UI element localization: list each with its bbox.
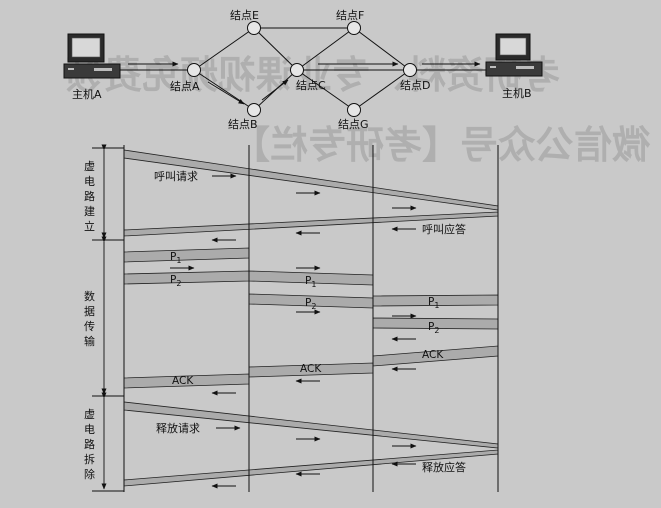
phase-teardown-char: 路 (84, 438, 95, 451)
phase-teardown-char: 电 (84, 423, 95, 436)
ack-label: ACK (422, 349, 444, 361)
host-b-label: 主机B (502, 86, 532, 100)
phase-teardown-char: 除 (84, 467, 95, 481)
call-accept-label: 呼叫应答 (422, 222, 466, 236)
phase-transfer-char: 数 (84, 290, 95, 303)
node-d-label: 结点D (400, 79, 430, 92)
node-f-circle (347, 21, 361, 35)
node-c-label: 结点C (296, 79, 326, 92)
phase-setup-char: 立 (84, 219, 95, 233)
watermark: 考研资料、专业课视频免费领 微信公众号【考研专栏】 (66, 53, 651, 167)
call-request-label: 呼叫请求 (154, 170, 198, 183)
release-accept-label: 释放应答 (422, 460, 466, 474)
node-g-label: 结点G (338, 118, 369, 131)
node-d-circle (403, 63, 417, 77)
watermark-line-2: 考研资料、专业课视频免费领 (66, 53, 560, 97)
packet-2-band (123, 270, 250, 285)
packet-2-label: P2 (305, 297, 316, 311)
phase-teardown-label: 虚 电 路 拆 除 (84, 408, 95, 481)
node-b-circle (247, 103, 261, 117)
phase-setup-char: 电 (84, 175, 95, 188)
phase-setup-char: 虚 (84, 160, 95, 173)
node-a-label: 结点A (170, 80, 200, 93)
packet-1-band (123, 247, 250, 263)
computer-icon (63, 33, 121, 79)
release-request-label: 释放请求 (156, 421, 200, 435)
watermark-line-1: 微信公众号【考研专栏】 (232, 123, 651, 167)
phase-setup-char: 路 (84, 190, 95, 203)
packet-2-label: P2 (428, 321, 439, 335)
node-e-circle (247, 21, 261, 35)
phase-transfer-char: 据 (84, 304, 95, 318)
packet-2-label: P2 (170, 274, 181, 288)
phase-setup-char: 建 (84, 204, 95, 218)
computer-icon (485, 33, 543, 77)
node-c-circle (290, 63, 304, 77)
phase-teardown-char: 拆 (84, 452, 95, 466)
node-f-label: 结点F (336, 9, 364, 22)
host-a-label: 主机A (72, 87, 102, 101)
phase-transfer-char: 输 (84, 334, 95, 348)
timing-diagram: 虚 电 路 建 立 数 据 传 输 虚 电 路 拆 除 (84, 144, 499, 492)
node-g-circle (347, 103, 361, 117)
phase-teardown-char: 虚 (84, 408, 95, 421)
node-b-label: 结点B (228, 118, 258, 131)
ack-label: ACK (172, 375, 194, 387)
ack-label: ACK (300, 363, 322, 375)
node-e-label: 结点E (230, 9, 259, 22)
packet-1-label: P1 (428, 296, 439, 310)
phase-transfer-char: 传 (84, 320, 95, 333)
phase-transfer-label: 数 据 传 输 (84, 290, 95, 348)
node-a-circle (187, 63, 201, 77)
phase-setup-label: 虚 电 路 建 立 (84, 160, 95, 233)
network-topology: 结点E 结点F 结点A 结点C 结点D 结点B 结点G 主机A 主机B (63, 9, 543, 131)
packet-1-label: P1 (170, 251, 181, 265)
packet-1-label: P1 (305, 275, 316, 289)
